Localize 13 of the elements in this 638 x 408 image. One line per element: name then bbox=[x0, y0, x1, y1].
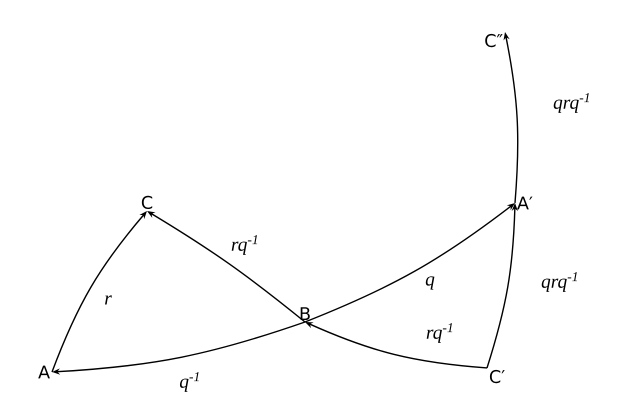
edge-label: q bbox=[424, 276, 436, 290]
point-label: A bbox=[38, 366, 50, 378]
edge-label: r bbox=[103, 294, 113, 306]
edge-label: rq$^{-1}$ bbox=[230, 234, 260, 256]
point-label: C′ bbox=[490, 370, 505, 384]
point-label: C bbox=[142, 196, 152, 210]
edge-label: qrq$^{-1}$ bbox=[552, 92, 592, 114]
point-label: C″ bbox=[485, 34, 503, 48]
edge-label: rq$^{-1}$ bbox=[425, 322, 455, 344]
edge-label: qrq$^{-1}$ bbox=[540, 271, 580, 293]
point-label: A′ bbox=[517, 196, 533, 210]
point-label: B bbox=[300, 307, 310, 320]
edge-label: q$^{-1}$ bbox=[178, 371, 202, 393]
